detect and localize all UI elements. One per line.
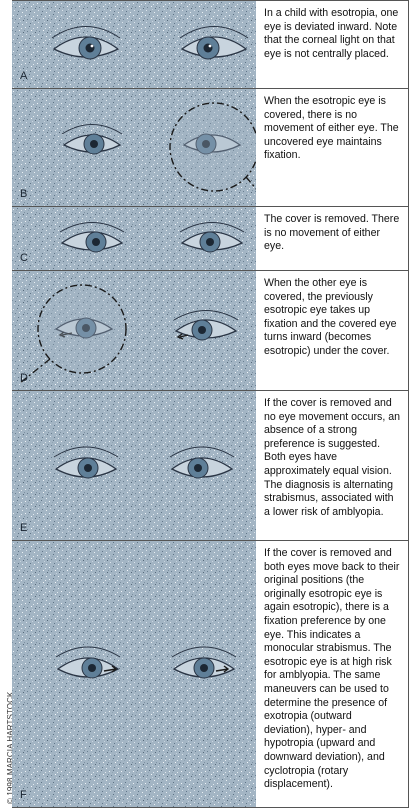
left-eye	[54, 317, 114, 339]
panel-e-illustration: E	[12, 391, 256, 540]
panel-c: C The cover is removed. There is no move…	[12, 206, 408, 270]
panel-label: A	[20, 70, 28, 82]
panel-a-illustration: A	[12, 1, 256, 88]
left-eye	[51, 26, 121, 60]
panel-b-illustration: B	[12, 89, 256, 206]
panel-d-illustration: D	[12, 271, 256, 390]
left-eye	[55, 646, 121, 679]
right-eye	[182, 133, 242, 155]
panel-description: When the esotropic eye is covered, there…	[264, 95, 399, 162]
right-eye	[171, 646, 237, 679]
panel-description: When the other eye is covered, the previ…	[264, 277, 397, 357]
panel-c-illustration: C	[12, 207, 256, 270]
right-eye	[169, 446, 235, 479]
left-eye	[59, 222, 125, 253]
panel-f: F If the cover is removed and both eyes …	[12, 540, 408, 808]
panel-label: B	[20, 188, 28, 200]
panel-label: E	[20, 522, 28, 534]
panel-description: In a child with esotropia, one eye is de…	[264, 7, 399, 60]
panel-e: E If the cover is removed and no eye mov…	[12, 390, 408, 540]
panel-label: D	[20, 372, 28, 384]
cover-occluder	[169, 102, 256, 192]
right-eye	[179, 222, 245, 253]
right-eye	[179, 26, 249, 60]
panel-d: D When the other eye is covered, the pre…	[12, 270, 408, 390]
panel-description: If the cover is removed and both eyes mo…	[264, 547, 400, 791]
panel-b: B When the esotropic eye is covered, the…	[12, 88, 408, 206]
panel-f-illustration: F	[12, 541, 256, 807]
left-eye	[61, 124, 123, 155]
panel-description: The cover is removed. There is no moveme…	[264, 213, 400, 253]
panel-label: F	[20, 789, 27, 801]
right-eye	[173, 310, 239, 341]
left-eye	[53, 446, 119, 479]
cover-test-panels: A In a child with esotropia, one eye is …	[12, 0, 409, 808]
panel-description: If the cover is removed and no eye movem…	[264, 397, 401, 518]
panel-a: A In a child with esotropia, one eye is …	[12, 0, 408, 88]
panel-label: C	[20, 252, 28, 264]
copyright-notice: © 1998 MARCIA HARTSTOCK	[0, 0, 15, 808]
cover-occluder	[19, 284, 127, 384]
